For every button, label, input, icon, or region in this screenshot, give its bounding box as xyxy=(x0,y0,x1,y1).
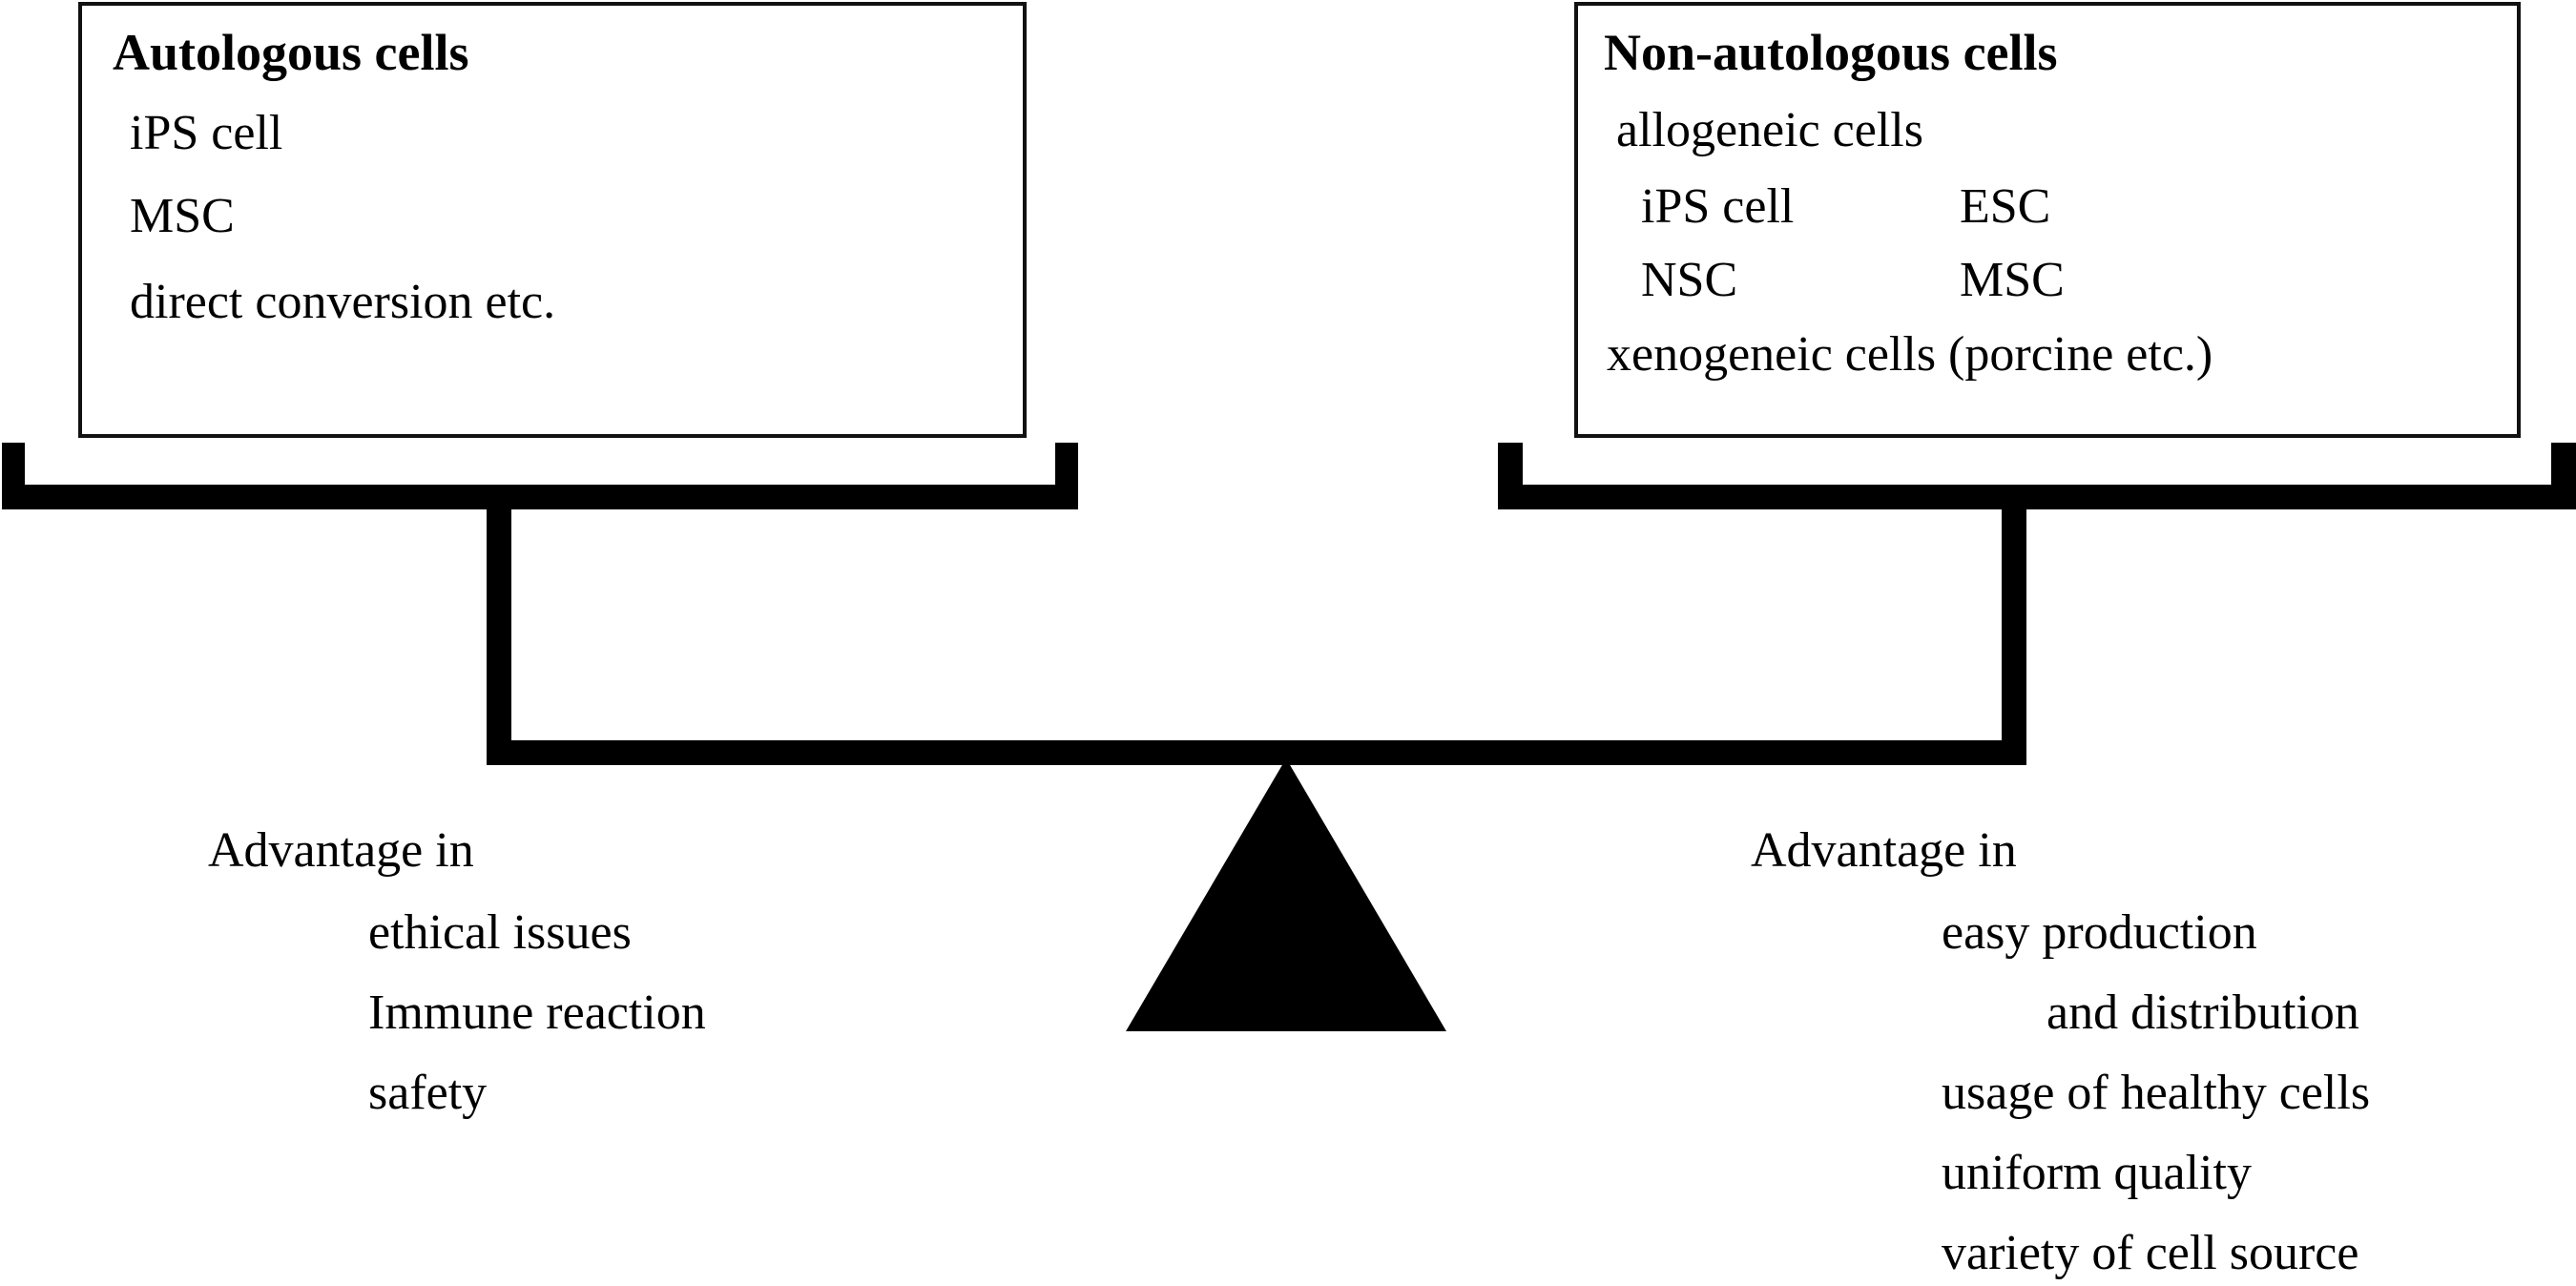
right-hanger-bar xyxy=(1498,485,2576,509)
right-hanger-post xyxy=(2002,506,2026,744)
right-advantages-heading: Advantage in xyxy=(1751,823,2017,878)
non-autologous-item-msc: MSC xyxy=(1960,253,2065,307)
right-advantage-variety-of-cell-source: variety of cell source xyxy=(1942,1226,2359,1280)
autologous-item-msc: MSC xyxy=(130,189,235,243)
left-hanger-post xyxy=(487,506,511,744)
left-hanger-bar xyxy=(2,485,1078,509)
left-advantage-immune-reaction: Immune reaction xyxy=(368,985,706,1040)
autologous-item-direct-conversion: direct conversion etc. xyxy=(130,275,556,329)
non-autologous-item-nsc: NSC xyxy=(1641,253,1738,307)
left-advantage-safety: safety xyxy=(368,1066,488,1120)
fulcrum-triangle-icon xyxy=(1126,758,1446,1031)
right-advantage-and-distribution: and distribution xyxy=(2046,985,2359,1040)
non-autologous-group-allogeneic: allogeneic cells xyxy=(1616,103,1923,157)
non-autologous-box-content: Non-autologous cells allogeneic cells iP… xyxy=(1578,6,2517,434)
non-autologous-box-title: Non-autologous cells xyxy=(1604,24,2058,81)
left-hanger-left-tick xyxy=(2,443,25,487)
autologous-box-content: Autologous cells iPS cell MSC direct con… xyxy=(82,6,1023,434)
right-advantage-easy-production: easy production xyxy=(1942,905,2257,960)
non-autologous-item-xenogeneic: xenogeneic cells (porcine etc.) xyxy=(1607,327,2213,382)
autologous-box-title: Autologous cells xyxy=(113,24,469,81)
right-advantage-usage-of-healthy-cells: usage of healthy cells xyxy=(1942,1066,2371,1120)
right-hanger-right-tick xyxy=(2551,443,2576,487)
left-hanger-right-tick xyxy=(1055,443,1078,487)
autologous-item-ips-cell: iPS cell xyxy=(130,106,283,160)
non-autologous-cells-box: Non-autologous cells allogeneic cells iP… xyxy=(1574,2,2521,438)
right-hanger-left-tick xyxy=(1498,443,1523,487)
right-advantage-uniform-quality: uniform quality xyxy=(1942,1146,2252,1200)
non-autologous-item-esc: ESC xyxy=(1960,179,2051,234)
left-advantages-heading: Advantage in xyxy=(208,823,474,878)
left-advantage-ethical-issues: ethical issues xyxy=(368,905,632,960)
non-autologous-item-ips-cell: iPS cell xyxy=(1641,179,1795,234)
autologous-cells-box: Autologous cells iPS cell MSC direct con… xyxy=(78,2,1027,438)
